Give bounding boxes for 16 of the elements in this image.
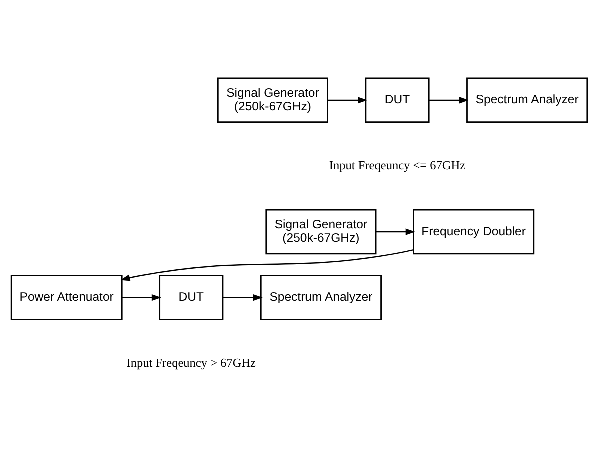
node-box: Spectrum Analyzer — [466, 77, 588, 123]
arrow — [223, 294, 263, 301]
arrow — [328, 96, 368, 104]
node-box: DUT — [365, 77, 430, 123]
node-box: Power Attenuator — [10, 274, 123, 320]
node-box: DUT — [159, 274, 224, 320]
arrow — [122, 294, 162, 301]
node-box: Signal Generator (250k-67GHz) — [266, 208, 377, 254]
arrow — [120, 248, 414, 281]
node-box: Spectrum Analyzer — [260, 274, 382, 320]
label: Input Freqeuncy <= 67GHz — [329, 158, 466, 172]
arrow — [429, 96, 470, 104]
arrow — [376, 228, 416, 235]
node-box: Frequency Doubler — [413, 208, 535, 254]
node-box: Signal Generator (250k-67GHz) — [217, 77, 328, 123]
label: Input Freqeuncy > 67GHz — [126, 355, 256, 370]
